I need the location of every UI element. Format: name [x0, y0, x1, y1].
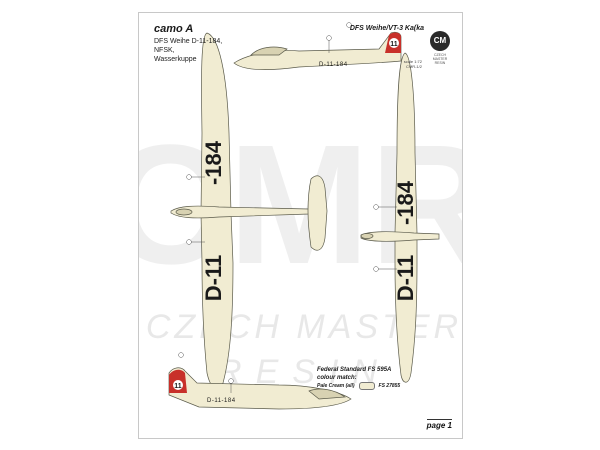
top-wing-reg-lower: D-11 — [201, 255, 226, 301]
aircraft-title: DFS Weihe/VT-3 Ka(ka — [349, 25, 424, 32]
scheme-description: DFS Weihe D-11-184, NFSK, Wasserkuppe — [154, 37, 222, 64]
colour-box-title: Federal Standard FS 595A — [317, 367, 392, 373]
page-number: page 1 — [426, 419, 453, 430]
glider-artwork: CMR CZECH MASTER RESIN -184 D-11 11 D-11… — [139, 22, 462, 410]
cmr-logo: CM — [430, 31, 450, 51]
bottom-wing-reg-upper: -184 — [393, 180, 418, 225]
bottom-view-fuselage — [360, 231, 440, 242]
colour-swatch — [358, 382, 375, 390]
side-view-lower: 11 D-11-184 — [168, 367, 352, 410]
side-view-lower-tail-disc — [173, 380, 183, 390]
bottom-view: -184 D-11 — [360, 52, 440, 383]
scheme-title: camo A — [154, 23, 194, 35]
bottom-view-nose — [360, 233, 374, 239]
callout-marker — [326, 35, 332, 41]
side-view-upper-reg: D-11-184 — [319, 62, 348, 68]
scale-line: CMR-1/2 — [405, 64, 422, 69]
callout-marker — [178, 352, 184, 358]
side-view-upper-tail-disc — [389, 38, 399, 48]
bottom-view-wing — [394, 52, 418, 383]
colour-box-subtitle: colour match: — [317, 375, 357, 381]
top-view-canopy — [175, 208, 193, 216]
side-view-upper-canopy — [250, 46, 288, 56]
scale-info: scale 1:72 CMR-1/2 — [404, 59, 422, 69]
side-view-lower-reg: D-11-184 — [207, 398, 236, 404]
bottom-wing-reg-lower: D-11 — [393, 255, 418, 301]
side-view-lower-tail-code: 11 — [174, 383, 182, 390]
colour-entry-label: Pale Cream (all) — [317, 383, 355, 389]
callout-marker — [373, 204, 379, 210]
callout-marker — [373, 266, 379, 272]
description-line: NFSK, — [154, 47, 175, 54]
colour-match-box: Federal Standard FS 595A colour match: P… — [317, 366, 435, 390]
decal-sheet: CMR CZECH MASTER RESIN -184 D-11 11 D-11… — [138, 12, 463, 439]
side-view-upper: 11 D-11-184 — [233, 31, 402, 70]
top-view-stabilizer — [307, 175, 328, 251]
callout-marker — [346, 22, 352, 28]
scale-line: scale 1:72 — [403, 59, 422, 64]
description-line: Wasserkuppe — [154, 56, 197, 63]
callouts — [178, 22, 397, 393]
callout-marker — [228, 378, 234, 384]
callout-marker — [186, 174, 192, 180]
colour-entry-code: FS 27855 — [378, 383, 401, 389]
description-line: DFS Weihe D-11-184, — [154, 38, 223, 45]
side-view-upper-tail-code: 11 — [390, 41, 398, 48]
top-wing-reg-upper: -184 — [201, 140, 226, 185]
callout-marker — [186, 239, 192, 245]
colour-entry: Pale Cream (all) FS 27855 — [317, 382, 435, 390]
cmr-logo-subtext: CZECH MASTER RESIN — [432, 53, 448, 65]
side-view-lower-canopy — [308, 388, 346, 400]
